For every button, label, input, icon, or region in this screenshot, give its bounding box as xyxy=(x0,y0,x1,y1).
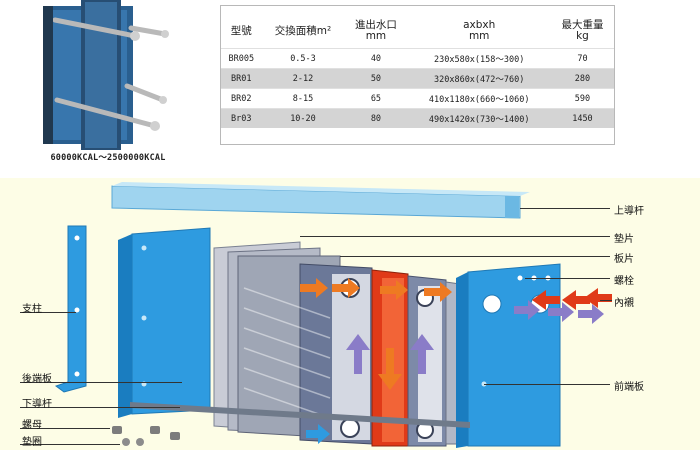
label-upper-guide-bar: 上導杆 xyxy=(614,206,644,217)
label-front-end-plate: 前端板 xyxy=(614,382,644,393)
cell-model: BR02 xyxy=(221,88,262,109)
cell-area: 0.5-3 xyxy=(261,48,345,69)
leader-column xyxy=(20,312,76,313)
label-lining: 內襯 xyxy=(614,298,634,309)
cell-weight: 1450 xyxy=(550,108,614,128)
cell-dimensions: 490x1420x(730～1400) xyxy=(407,108,551,128)
column xyxy=(54,225,87,393)
leader-nut xyxy=(20,428,110,429)
label-nut: 螺母 xyxy=(22,420,42,431)
table-row: Br03 10-20 80 490x1420x(730～1400) 1450 xyxy=(221,108,614,128)
cell-port: 65 xyxy=(344,88,408,109)
leader-gasket xyxy=(300,236,610,237)
flow-arrows xyxy=(300,278,612,444)
leader-lower-guide-bar xyxy=(20,407,180,408)
label-plate: 板片 xyxy=(614,254,634,265)
washers xyxy=(122,438,144,446)
cell-area: 10-20 xyxy=(261,108,345,128)
cell-weight: 70 xyxy=(550,48,614,69)
cell-port: 80 xyxy=(344,108,408,128)
label-bolt: 螺栓 xyxy=(614,276,634,287)
table-row: BR01 2-12 50 320x860x(472～760) 280 xyxy=(221,68,614,89)
label-rear-end-plate: 後端板 xyxy=(22,374,52,385)
table-row: BR005 0.5-3 40 230x580x(158～300) 70 xyxy=(221,48,614,69)
product-capacity-caption: 60000KCAL～2500000KCAL xyxy=(50,153,166,163)
label-washer: 墊圈 xyxy=(22,437,42,448)
cell-weight: 590 xyxy=(550,88,614,109)
cell-port: 50 xyxy=(344,68,408,89)
leader-upper-guide-bar xyxy=(520,208,610,209)
cell-weight: 280 xyxy=(550,68,614,89)
upper-guide-bar xyxy=(111,182,530,219)
lower-guide-bar xyxy=(130,402,470,428)
cell-model: Br03 xyxy=(221,108,262,128)
label-column: 支柱 xyxy=(22,304,42,315)
header-model: 型號 xyxy=(230,24,252,37)
heat-exchanger-photo xyxy=(43,0,169,150)
cell-dimensions: 230x580x(158～300) xyxy=(407,48,551,69)
leader-rear-end-plate xyxy=(20,382,182,383)
leader-bolt xyxy=(525,278,610,279)
leader-front-end-plate xyxy=(484,384,610,385)
cell-model: BR01 xyxy=(221,68,262,89)
leader-lining xyxy=(600,300,612,301)
nuts xyxy=(112,426,180,440)
cell-model: BR005 xyxy=(221,48,262,69)
table-row: BR02 8-15 65 410x1180x(660～1060) 590 xyxy=(221,88,614,109)
leader-plate xyxy=(340,256,610,257)
cell-area: 8-15 xyxy=(261,88,345,109)
rear-end-plate xyxy=(118,227,211,418)
header-area: 交換面積m² xyxy=(274,24,332,37)
cell-dimensions: 320x860x(472～760) xyxy=(407,68,551,89)
exploded-diagram: 上導杆 墊片 板片 螺栓 內襯 支柱 後端板 下導杆 螺母 墊圈 前端板 xyxy=(0,178,700,450)
label-lower-guide-bar: 下導杆 xyxy=(22,399,52,410)
cell-port: 40 xyxy=(344,48,408,69)
label-gasket: 墊片 xyxy=(614,234,634,245)
diagram-drawing xyxy=(54,182,612,448)
cell-dimensions: 410x1180x(660～1060) xyxy=(407,88,551,109)
cell-area: 2-12 xyxy=(261,68,345,89)
leader-washer xyxy=(20,444,120,445)
